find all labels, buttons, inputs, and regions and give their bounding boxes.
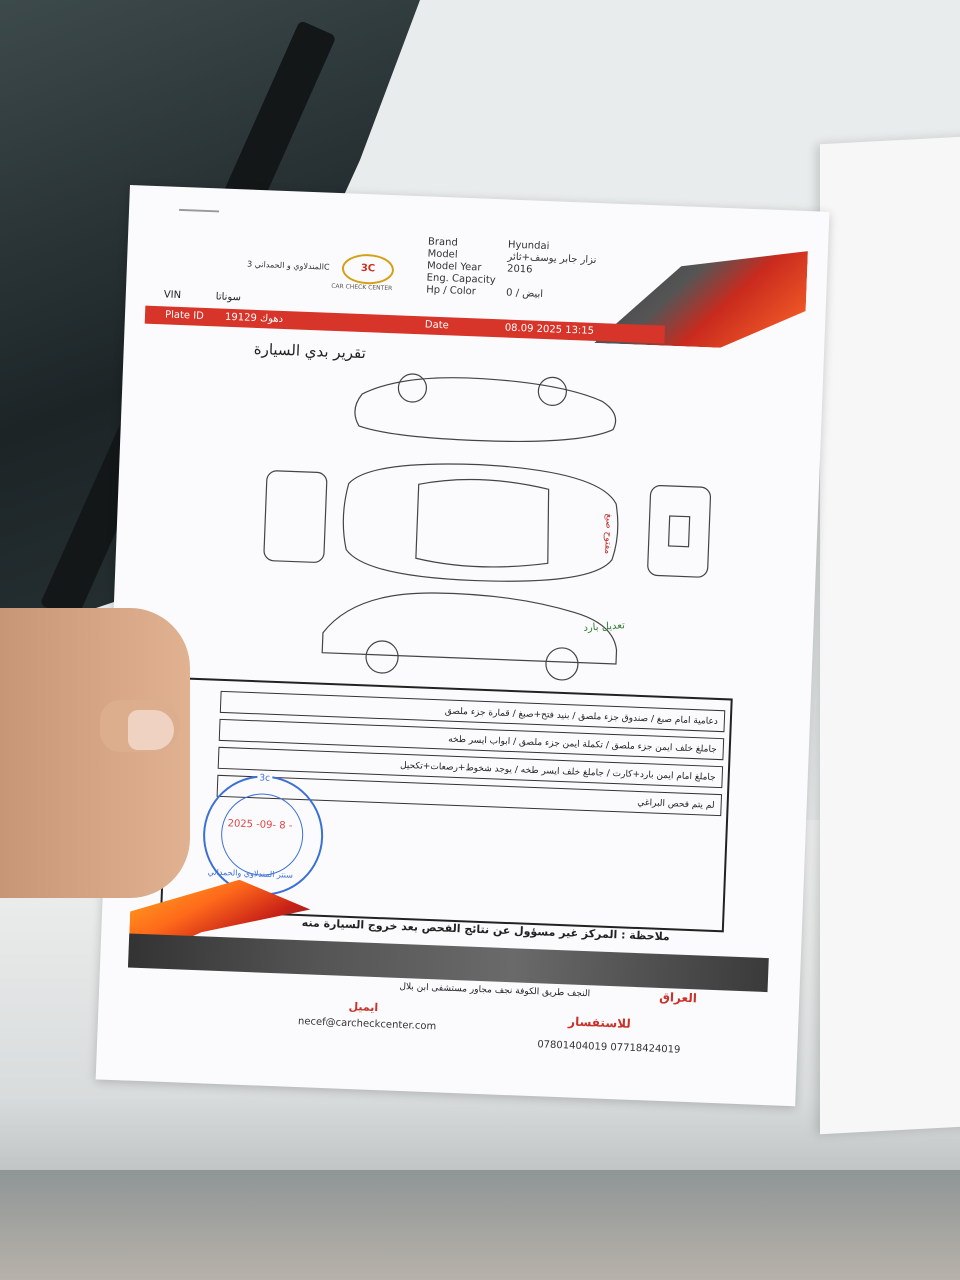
center-name: المندلاوي و الحمداني 3C xyxy=(246,259,330,272)
plate-id-value: 19129 دهوك xyxy=(224,311,284,325)
header-line xyxy=(179,208,220,213)
wheel-side-left xyxy=(365,640,399,674)
wheel-top-left xyxy=(397,373,428,403)
car-rear-view xyxy=(263,470,328,563)
model-value: سوناتا xyxy=(215,291,242,304)
thumbnail xyxy=(128,710,174,750)
hp-color-value: ابيض / 0 xyxy=(505,287,544,300)
stamp-top-text: 3c xyxy=(257,773,273,784)
email-label: ايميل xyxy=(348,1000,379,1015)
car-side-outline xyxy=(321,592,618,665)
inspection-report-sheet: المندلاوي و الحمداني 3C 3C CAR CHECK CEN… xyxy=(95,185,830,1107)
car-plan-roof xyxy=(415,478,550,568)
car-front-grille xyxy=(667,515,691,548)
date-value: 08.09 2025 13:15 xyxy=(504,322,595,337)
stamp-inner-ring xyxy=(219,792,305,878)
inquiry-label: للاستفسار xyxy=(567,1014,632,1031)
wheel-side-right xyxy=(545,647,579,681)
date-label: Date xyxy=(424,319,449,332)
plate-id-label: Plate ID xyxy=(164,309,205,322)
car-side-top-outline xyxy=(354,377,617,443)
report-title: تقرير بدي السيارة xyxy=(253,339,367,363)
phone-numbers: 07801404019 07718424019 xyxy=(537,1039,681,1056)
car-plan-outline xyxy=(342,463,619,582)
header-values: Hyundai نزار جابر يوسف+ثائر 2016 ابيض / … xyxy=(506,240,597,303)
country-label: العراق xyxy=(658,989,698,1006)
wheel-top-right xyxy=(537,376,567,406)
stamp-arc-text: سنتر المندلاوي والحمداني xyxy=(207,867,294,880)
address-text: النجف طريق الكوفة نجف مجاور مستشفى ابن ب… xyxy=(399,981,591,1000)
email-value: necef@carcheckcenter.com xyxy=(297,1016,437,1033)
logo-subtitle: CAR CHECK CENTER xyxy=(331,282,393,293)
diagram-note-red: مفتوح صبغ xyxy=(602,513,614,555)
car-body-diagram xyxy=(263,373,712,681)
header-labels: Brand Model Model Year Eng. Capacity Hp … xyxy=(426,236,497,299)
ground xyxy=(0,1170,960,1280)
folder-cover xyxy=(820,135,960,1135)
logo-text: 3C xyxy=(360,262,376,275)
center-logo: 3C xyxy=(341,253,395,286)
hand xyxy=(0,608,190,898)
car-front-view xyxy=(647,484,712,578)
vin-label: VIN xyxy=(163,289,182,302)
